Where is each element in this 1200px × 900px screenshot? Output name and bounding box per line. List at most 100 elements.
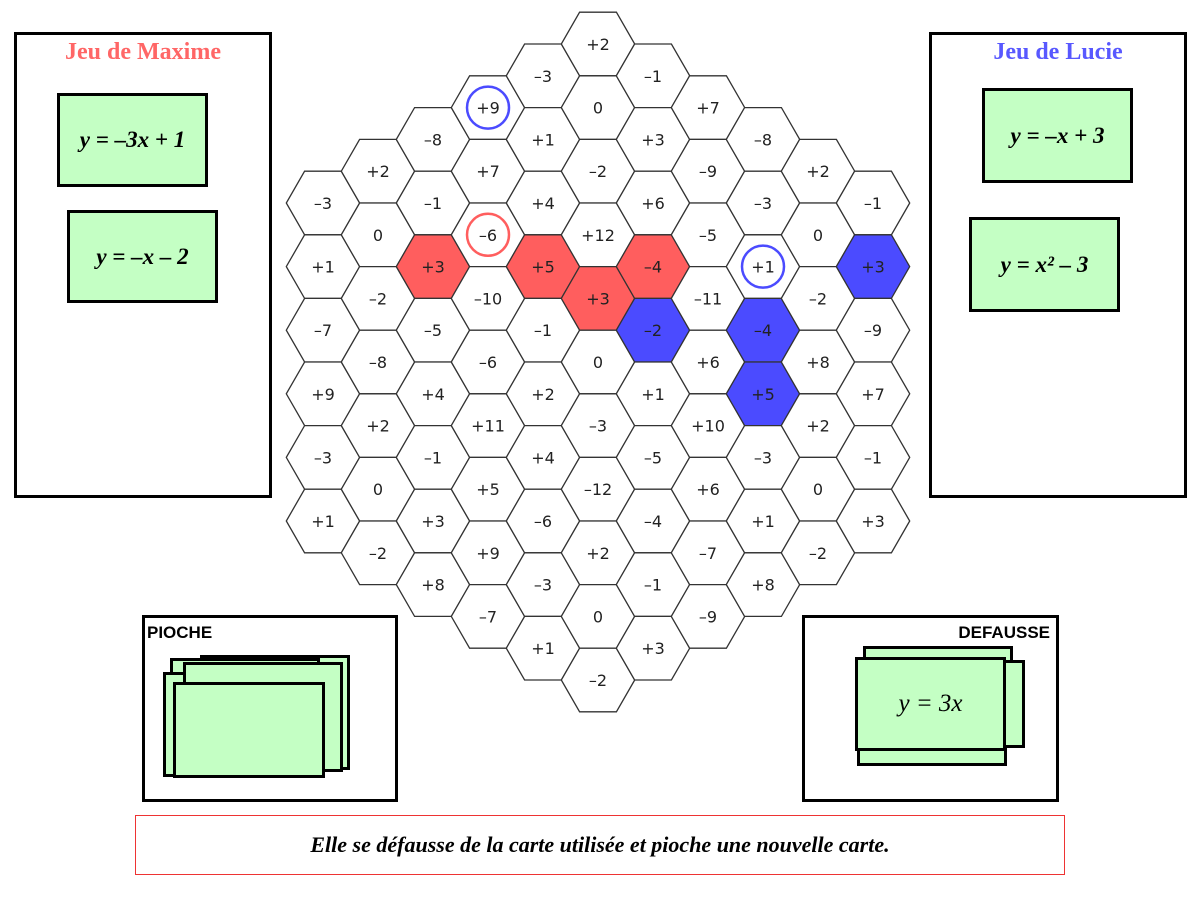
hex-cell[interactable]: –5 bbox=[670, 202, 746, 268]
discard-pile-label: DEFAUSSE bbox=[958, 623, 1050, 642]
hex-value: +3 bbox=[641, 639, 665, 658]
hex-cell[interactable]: –1 bbox=[835, 170, 911, 236]
hex-value: +4 bbox=[531, 448, 555, 467]
hex-value: –8 bbox=[369, 353, 387, 372]
hex-value: 0 bbox=[813, 480, 823, 499]
hex-value: 0 bbox=[593, 353, 603, 372]
hex-value: +5 bbox=[531, 258, 555, 277]
hex-cell[interactable]: +5 bbox=[725, 361, 801, 427]
hex-value: +10 bbox=[691, 417, 725, 436]
hex-shape bbox=[835, 488, 911, 554]
hex-cell[interactable]: +3 bbox=[395, 488, 471, 554]
hex-value: –1 bbox=[644, 576, 662, 595]
hex-value: –2 bbox=[369, 289, 387, 308]
hex-value: +3 bbox=[421, 512, 445, 531]
hex-value: –7 bbox=[699, 544, 717, 563]
hex-value: +2 bbox=[366, 162, 390, 181]
hex-cell[interactable]: +7 bbox=[450, 138, 526, 204]
hex-value: –5 bbox=[699, 226, 717, 245]
hex-value: +3 bbox=[586, 289, 610, 308]
hex-value: +1 bbox=[311, 512, 335, 531]
hex-value: –3 bbox=[754, 194, 772, 213]
hex-cell[interactable]: +4 bbox=[505, 170, 581, 236]
hex-cell[interactable]: +3 bbox=[835, 488, 911, 554]
hex-value: +9 bbox=[476, 544, 500, 563]
lucie-title: Jeu de Lucie bbox=[993, 39, 1123, 65]
hex-value: +1 bbox=[531, 130, 555, 149]
hex-cell[interactable]: +8 bbox=[780, 329, 856, 395]
hex-cell[interactable]: +10 bbox=[670, 393, 746, 459]
hex-cell[interactable]: –2 bbox=[560, 647, 636, 713]
lucie-card-2[interactable]: y = x² – 3 bbox=[969, 217, 1120, 312]
hex-value: –8 bbox=[754, 130, 772, 149]
hex-value: –5 bbox=[644, 448, 662, 467]
hex-value: –4 bbox=[754, 321, 772, 340]
hex-value: +3 bbox=[421, 258, 445, 277]
hex-value: +8 bbox=[421, 576, 445, 595]
hex-cell[interactable]: –11 bbox=[670, 265, 746, 331]
hex-value: –9 bbox=[699, 607, 717, 626]
hex-value: +2 bbox=[366, 417, 390, 436]
hex-value: –7 bbox=[479, 607, 497, 626]
hex-value: –7 bbox=[314, 321, 332, 340]
hex-cell[interactable]: +9 bbox=[450, 75, 526, 141]
hex-cell[interactable]: +2 bbox=[780, 138, 856, 204]
hex-value: +3 bbox=[861, 258, 885, 277]
hex-value: +7 bbox=[696, 99, 720, 118]
lucie-card-1[interactable]: y = –x + 3 bbox=[982, 88, 1133, 183]
hex-cell[interactable]: –2 bbox=[780, 265, 856, 331]
hex-value: +7 bbox=[861, 385, 885, 404]
hex-value: +1 bbox=[751, 258, 775, 277]
hex-value: –11 bbox=[694, 289, 722, 308]
hex-value: +4 bbox=[531, 194, 555, 213]
hex-cell[interactable]: –1 bbox=[615, 43, 691, 109]
hex-cell[interactable]: +5 bbox=[505, 234, 581, 300]
draw-pile-label: PIOCHE bbox=[147, 623, 213, 642]
hex-value: +6 bbox=[696, 480, 720, 499]
hex-cell[interactable]: +4 bbox=[395, 361, 471, 427]
hex-value: +2 bbox=[586, 35, 610, 54]
maxime-card-1[interactable]: y = –3x + 1 bbox=[57, 93, 208, 187]
hex-value: +9 bbox=[476, 99, 500, 118]
hex-value: –9 bbox=[864, 321, 882, 340]
hex-cell[interactable]: +3 bbox=[615, 615, 691, 681]
hex-cell[interactable]: –2 bbox=[615, 297, 691, 363]
hex-cell[interactable]: +2 bbox=[780, 393, 856, 459]
hex-value: –3 bbox=[534, 576, 552, 595]
hex-value: –2 bbox=[589, 162, 607, 181]
hex-value: –4 bbox=[644, 512, 662, 531]
hex-cell[interactable]: +2 bbox=[560, 520, 636, 586]
hex-value: +1 bbox=[531, 639, 555, 658]
hex-value: +2 bbox=[586, 544, 610, 563]
hex-value: –8 bbox=[424, 130, 442, 149]
hex-cell[interactable]: –3 bbox=[285, 424, 361, 490]
hex-value: –3 bbox=[314, 194, 332, 213]
hex-cell[interactable]: –2 bbox=[340, 265, 416, 331]
hex-value: +9 bbox=[311, 385, 335, 404]
hex-value: –1 bbox=[644, 67, 662, 86]
hex-value: +2 bbox=[531, 385, 555, 404]
hex-value: +6 bbox=[641, 194, 665, 213]
maxime-card-2[interactable]: y = –x – 2 bbox=[67, 210, 218, 303]
hex-value: –12 bbox=[584, 480, 612, 499]
hex-value: 0 bbox=[593, 607, 603, 626]
hex-value: +7 bbox=[476, 162, 500, 181]
hex-value: 0 bbox=[373, 480, 383, 499]
hex-value: –1 bbox=[424, 448, 442, 467]
hex-value: –2 bbox=[369, 544, 387, 563]
hex-cell[interactable]: +1 bbox=[505, 106, 581, 172]
hex-value: –3 bbox=[314, 448, 332, 467]
hex-cell[interactable]: –7 bbox=[450, 583, 526, 649]
hex-cell[interactable]: –3 bbox=[505, 552, 581, 618]
hex-value: –2 bbox=[809, 544, 827, 563]
hex-value: +5 bbox=[751, 385, 775, 404]
hex-value: +12 bbox=[581, 226, 615, 245]
hex-cell[interactable]: +1 bbox=[725, 488, 801, 554]
hex-value: 0 bbox=[373, 226, 383, 245]
hex-cell[interactable]: +6 bbox=[670, 329, 746, 395]
hex-value: –2 bbox=[589, 671, 607, 690]
hex-cell[interactable]: +2 bbox=[560, 11, 636, 77]
status-message: Elle se défausse de la carte utilisée et… bbox=[135, 815, 1065, 875]
hex-value: +4 bbox=[421, 385, 445, 404]
hex-cell[interactable]: –1 bbox=[505, 297, 581, 363]
